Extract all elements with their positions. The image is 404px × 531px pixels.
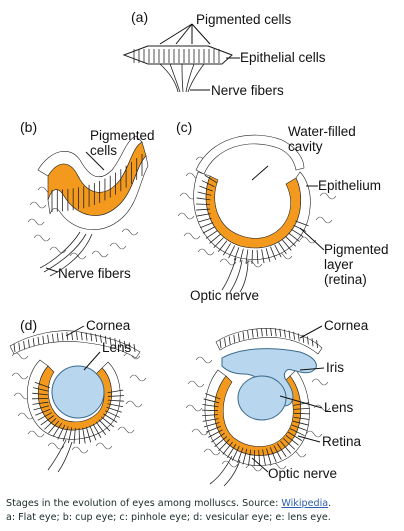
label-pigmented-b: Pigmented bbox=[90, 128, 155, 143]
label-lens-e: Lens bbox=[324, 400, 354, 415]
optic-nerve-c bbox=[221, 257, 249, 293]
caption-period: . bbox=[328, 498, 332, 509]
eye-evolution-diagram: (a) Pigmented cells Epithelial cells Ner… bbox=[9, 9, 389, 487]
wikipedia-link[interactable]: Wikipedia bbox=[281, 498, 329, 509]
label-epithelium: Epithelium bbox=[318, 178, 381, 193]
label-retina-c: (retina) bbox=[324, 272, 367, 287]
panel-d: (d) Cornea Lens bbox=[9, 317, 147, 473]
flat-eye-drawing bbox=[122, 45, 233, 93]
nerve-fibers-a bbox=[159, 63, 205, 93]
label-lens-d: Lens bbox=[102, 340, 132, 355]
tissue-d bbox=[11, 352, 147, 454]
label-cornea-e: Cornea bbox=[324, 318, 369, 333]
optic-nerve-e bbox=[209, 455, 241, 487]
nerve-fibers-b bbox=[39, 231, 93, 277]
panel-a-letter: (a) bbox=[131, 9, 148, 25]
retina-layer-e bbox=[213, 375, 302, 456]
tissue-c bbox=[177, 156, 337, 268]
label-nerve-fibers-b: Nerve fibers bbox=[58, 266, 131, 281]
lens-d bbox=[51, 365, 105, 419]
panel-c-letter: (c) bbox=[176, 119, 192, 135]
label-epithelial-cells: Epithelial cells bbox=[240, 50, 326, 65]
label-cornea-d: Cornea bbox=[86, 318, 131, 333]
panel-d-letter: (d) bbox=[20, 317, 37, 333]
label-optic-nerve-e: Optic nerve bbox=[268, 466, 337, 481]
panel-a: (a) Pigmented cells Epithelial cells Ner… bbox=[122, 9, 326, 98]
optic-nerve-d bbox=[47, 439, 73, 473]
figure-caption: Stages in the evolution of eyes among mo… bbox=[6, 497, 402, 525]
label-cells-b: cells bbox=[90, 143, 117, 158]
lens-e bbox=[237, 375, 287, 421]
label-pigmented-cells-a: Pigmented cells bbox=[196, 12, 292, 27]
label-optic-nerve-c: Optic nerve bbox=[190, 288, 259, 303]
label-layer-c: layer bbox=[324, 257, 354, 272]
panel-e: Cornea Iris Lens Retina Optic nerve bbox=[185, 318, 369, 487]
caption-line-2: a: Flat eye; b: cup eye; c: pinhole eye;… bbox=[6, 512, 331, 523]
panel-b: (b) Pigmented cells Nerve fibers bbox=[20, 119, 155, 281]
label-cavity: cavity bbox=[288, 139, 323, 154]
label-iris: Iris bbox=[326, 360, 344, 375]
label-water-filled: Water-filled bbox=[288, 124, 356, 139]
panel-b-letter: (b) bbox=[20, 119, 37, 135]
panel-c: (c) Water-filled cavity Epithelium Pigme… bbox=[176, 119, 389, 303]
caption-line-1: Stages in the evolution of eyes among mo… bbox=[6, 497, 402, 511]
caption-source-text: Stages in the evolution of eyes among mo… bbox=[6, 498, 282, 509]
label-pigmented-c: Pigmented bbox=[324, 242, 389, 257]
label-retina-e: Retina bbox=[322, 434, 362, 449]
label-nerve-fibers-a: Nerve fibers bbox=[211, 83, 284, 98]
